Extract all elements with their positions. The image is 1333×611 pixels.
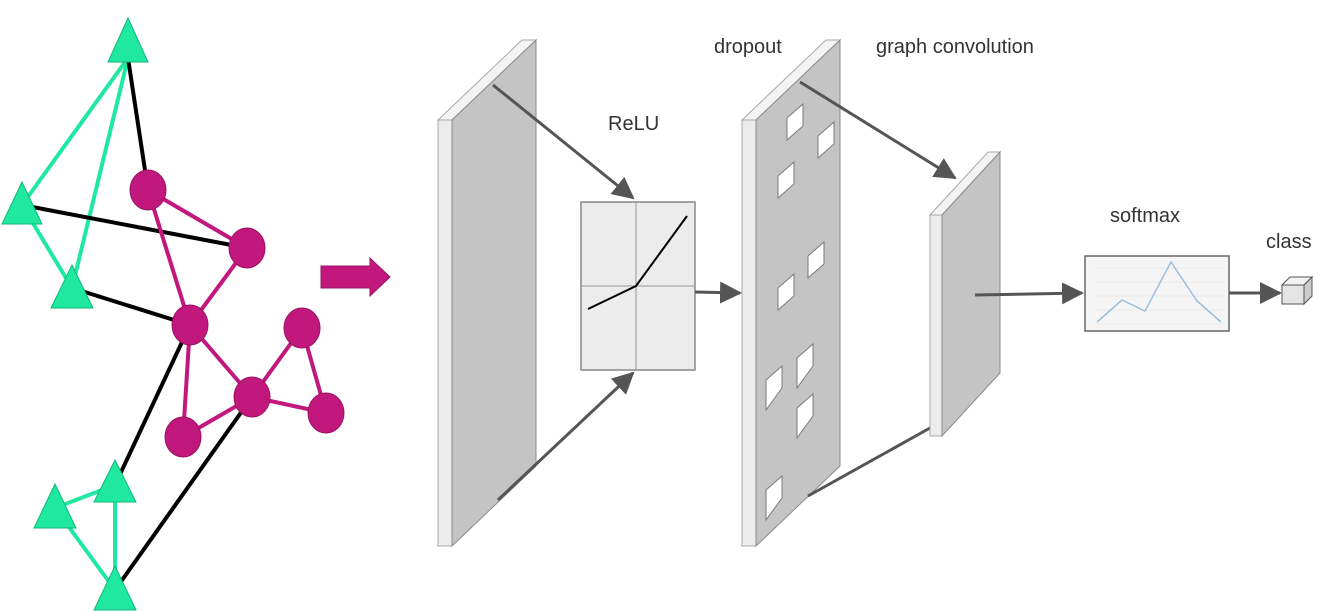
softmax-curve — [1096, 260, 1222, 323]
transform-arrow-icon — [320, 256, 391, 298]
flow-arrow — [799, 80, 957, 180]
graph-node-triangle — [33, 482, 77, 529]
edge-magenta — [146, 189, 192, 326]
dropout-hole — [777, 272, 795, 312]
class-label: class — [1266, 231, 1312, 253]
dropout-panel — [740, 38, 842, 548]
input-layer-panel — [436, 38, 538, 548]
edge-black — [113, 395, 254, 592]
graph-node — [164, 416, 202, 458]
graph-node — [171, 304, 209, 346]
graph-node — [307, 392, 345, 434]
edge-green — [20, 56, 130, 207]
graph-node-triangle — [107, 16, 149, 63]
edge-black — [21, 203, 248, 250]
dropout-hole — [817, 120, 835, 160]
graph-magenta-nodes — [129, 169, 345, 458]
flow-arrow — [694, 281, 742, 304]
graph-convolution-label: graph convolution — [876, 36, 1034, 58]
edge-black — [71, 286, 191, 327]
flow-arrow — [496, 371, 635, 502]
dropout-label: dropout — [714, 36, 782, 58]
graph-node — [129, 169, 167, 211]
relu-label: ReLU — [608, 113, 659, 135]
softmax-label: softmax — [1110, 205, 1180, 227]
graph-node — [233, 376, 271, 418]
flow-line — [807, 426, 931, 498]
graph-node-triangle — [50, 263, 94, 309]
dropout-hole — [796, 392, 814, 440]
edge-black — [126, 57, 150, 191]
softmax-box — [1084, 255, 1230, 332]
dropout-holes — [765, 102, 835, 522]
graph-convolution-panel — [928, 150, 1002, 438]
graph-node-triangle — [93, 458, 137, 503]
dropout-hole — [786, 102, 804, 142]
edge-green — [70, 57, 130, 289]
relu-box — [580, 201, 696, 371]
graph-node — [283, 307, 321, 349]
edge-magenta — [146, 188, 249, 250]
dropout-hole — [796, 342, 814, 390]
dropout-hole — [807, 240, 825, 280]
dropout-hole — [765, 474, 783, 522]
dropout-hole — [777, 160, 795, 200]
flow-arrow — [974, 282, 1084, 305]
flow-arrow — [492, 83, 635, 200]
graph-green-nodes — [1, 16, 149, 611]
graph-node-triangle — [93, 564, 137, 611]
dropout-hole — [765, 364, 783, 412]
graph-node-triangle — [1, 180, 43, 225]
edge-black — [113, 324, 192, 486]
graph-node — [228, 227, 266, 269]
class-cube-icon — [1280, 275, 1314, 306]
relu-curve — [587, 215, 688, 310]
